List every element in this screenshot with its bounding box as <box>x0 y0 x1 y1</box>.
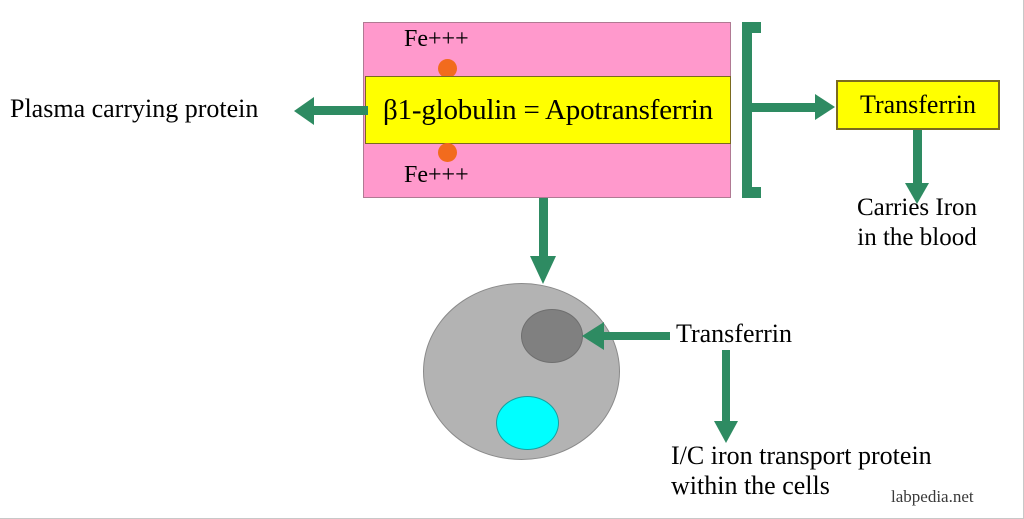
ic-transport-arrow-head-icon <box>714 421 738 443</box>
carries-iron-line-1: Carries Iron <box>856 194 978 221</box>
cell-transferrin-arrow-head-icon <box>582 322 604 350</box>
ic-transport-protein-label: I/C iron transport protein within the ce… <box>671 441 932 501</box>
cell-uptake-arrow-shaft <box>539 198 548 260</box>
iron-top-label: Fe+++ <box>404 26 469 52</box>
iron-bottom-label: Fe+++ <box>404 162 469 188</box>
iron-ion-dot-top-icon <box>438 59 457 78</box>
cell-nucleus-icon <box>521 309 583 363</box>
apotransferrin-band-label: β1-globulin = Apotransferrin <box>383 93 713 126</box>
complex-bracket-top-arm <box>742 22 761 33</box>
plasma-arrow-head-icon <box>294 97 314 125</box>
transferrin-box: Transferrin <box>836 80 1000 130</box>
carries-iron-label: Carries Iron in the blood <box>840 193 994 252</box>
ic-transport-line-1: I/C iron transport protein <box>671 441 932 470</box>
complex-bracket-vertical <box>742 22 752 198</box>
carries-iron-line-2: in the blood <box>857 223 977 251</box>
transferrin-box-label: Transferrin <box>859 90 977 119</box>
ic-transport-arrow-shaft <box>722 350 730 426</box>
carries-iron-arrow-head-icon <box>905 183 929 204</box>
watermark: labpedia.net <box>891 487 974 506</box>
cell-uptake-arrow-head-icon <box>530 256 556 284</box>
apotransferrin-band: β1-globulin = Apotransferrin <box>365 76 731 144</box>
iron-ion-dot-bottom-icon <box>438 143 457 162</box>
plasma-carrying-protein-label: Plasma carrying protein <box>10 94 259 123</box>
carries-iron-arrow-shaft <box>913 130 922 186</box>
transferrin-arrow-head-icon <box>815 94 835 120</box>
complex-bracket-bottom-arm <box>742 187 761 198</box>
plasma-arrow-shaft <box>312 106 368 115</box>
cell-transferrin-label: Transferrin <box>676 319 793 348</box>
ic-transport-line-2: within the cells <box>671 470 830 500</box>
transferrin-arrow-shaft <box>752 103 815 112</box>
cell-vesicle-icon <box>496 396 559 450</box>
cell-transferrin-arrow-shaft <box>602 332 670 340</box>
